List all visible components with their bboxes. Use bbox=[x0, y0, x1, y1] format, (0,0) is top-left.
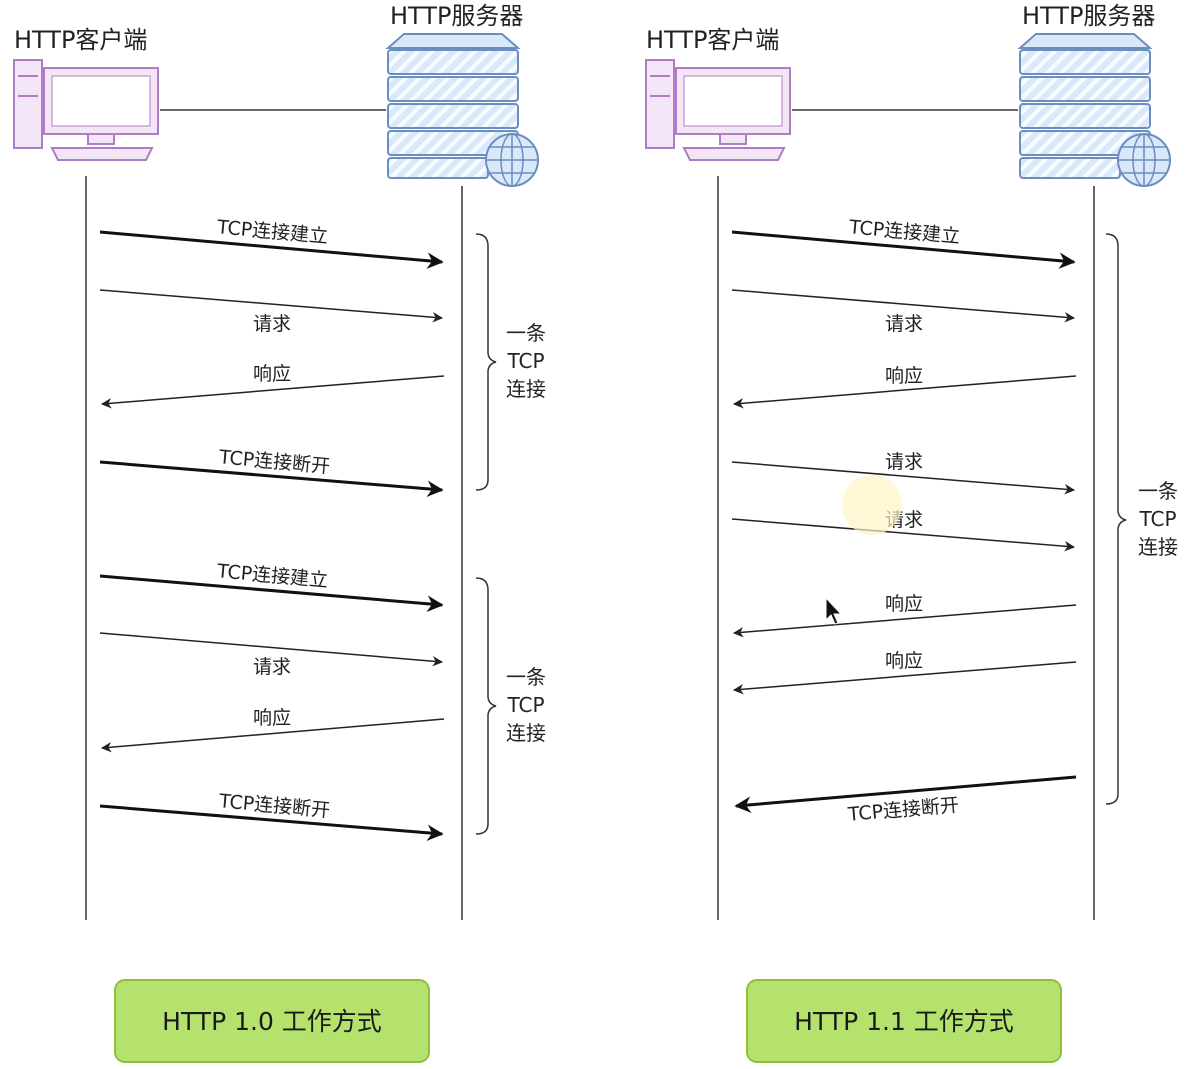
caption-box: HTTP 1.0 工作方式 bbox=[114, 979, 430, 1063]
brace-label-line: 连接 bbox=[506, 721, 546, 745]
brace-label-line: 连接 bbox=[506, 377, 546, 401]
message-label: 请求 bbox=[253, 313, 291, 335]
globe-icon bbox=[485, 133, 539, 187]
brace-label-line: 一条 bbox=[506, 321, 546, 345]
message-label: 响应 bbox=[253, 363, 291, 385]
message-3: 响应 bbox=[732, 365, 1077, 409]
caption-text: HTTP 1.0 工作方式 bbox=[162, 1007, 382, 1036]
message-5: TCP连接建立 bbox=[99, 560, 444, 612]
server-rack-icon bbox=[1017, 33, 1153, 179]
connection-brace-1: 一条 TCP 连接 bbox=[475, 233, 546, 491]
connection-brace-2: 一条 TCP 连接 bbox=[475, 577, 546, 835]
server-label: HTTP服务器 bbox=[390, 2, 523, 30]
desktop-computer-icon bbox=[645, 59, 791, 161]
diagram-http11: HTTP客户端 HTTP服务器 bbox=[645, 2, 1178, 1063]
diagram-http10: HTTP客户端 HTTP服务器 bbox=[13, 2, 546, 1063]
message-3: 响应 bbox=[100, 363, 445, 409]
server-rack-icon bbox=[385, 33, 521, 179]
message-1: TCP连接建立 bbox=[99, 216, 444, 269]
message-5: 请求 bbox=[731, 509, 1076, 552]
client-label: HTTP客户端 bbox=[14, 26, 147, 54]
message-label: 响应 bbox=[885, 650, 923, 672]
message-6: 请求 bbox=[99, 632, 444, 678]
brace-label-line: TCP bbox=[1138, 507, 1176, 531]
brace-label-line: 一条 bbox=[506, 665, 546, 689]
desktop-computer-icon bbox=[13, 59, 159, 161]
message-label: 请求 bbox=[885, 313, 923, 335]
message-4: TCP连接断开 bbox=[99, 446, 444, 498]
message-label: 响应 bbox=[885, 593, 923, 615]
caption-box: HTTP 1.1 工作方式 bbox=[746, 979, 1062, 1063]
caption-text: HTTP 1.1 工作方式 bbox=[794, 1007, 1014, 1036]
message-8: TCP连接断开 bbox=[99, 790, 444, 842]
message-4: 请求 bbox=[731, 451, 1076, 495]
brace-label-line: TCP bbox=[506, 349, 544, 373]
connection-brace-1: 一条 TCP 连接 bbox=[1105, 233, 1178, 805]
message-1: TCP连接建立 bbox=[731, 216, 1076, 269]
message-label: 请求 bbox=[253, 656, 291, 678]
server-label: HTTP服务器 bbox=[1022, 2, 1155, 30]
message-8: TCP连接断开 bbox=[734, 775, 1077, 826]
brace-label-line: 一条 bbox=[1138, 479, 1178, 503]
message-2: 请求 bbox=[99, 289, 444, 335]
message-6: 响应 bbox=[732, 593, 1077, 638]
message-label: 响应 bbox=[885, 365, 923, 387]
message-2: 请求 bbox=[731, 289, 1076, 335]
message-label: 响应 bbox=[253, 707, 291, 729]
brace-label-line: TCP bbox=[506, 693, 544, 717]
client-label: HTTP客户端 bbox=[646, 26, 779, 54]
message-label: TCP连接断开 bbox=[846, 794, 960, 826]
cursor-highlight bbox=[842, 475, 902, 535]
message-7: 响应 bbox=[100, 707, 445, 753]
message-label: 请求 bbox=[885, 451, 923, 473]
mouse-pointer-icon bbox=[825, 596, 843, 625]
message-7: 响应 bbox=[732, 650, 1077, 695]
brace-label-line: 连接 bbox=[1138, 535, 1178, 559]
globe-icon bbox=[1117, 133, 1171, 187]
